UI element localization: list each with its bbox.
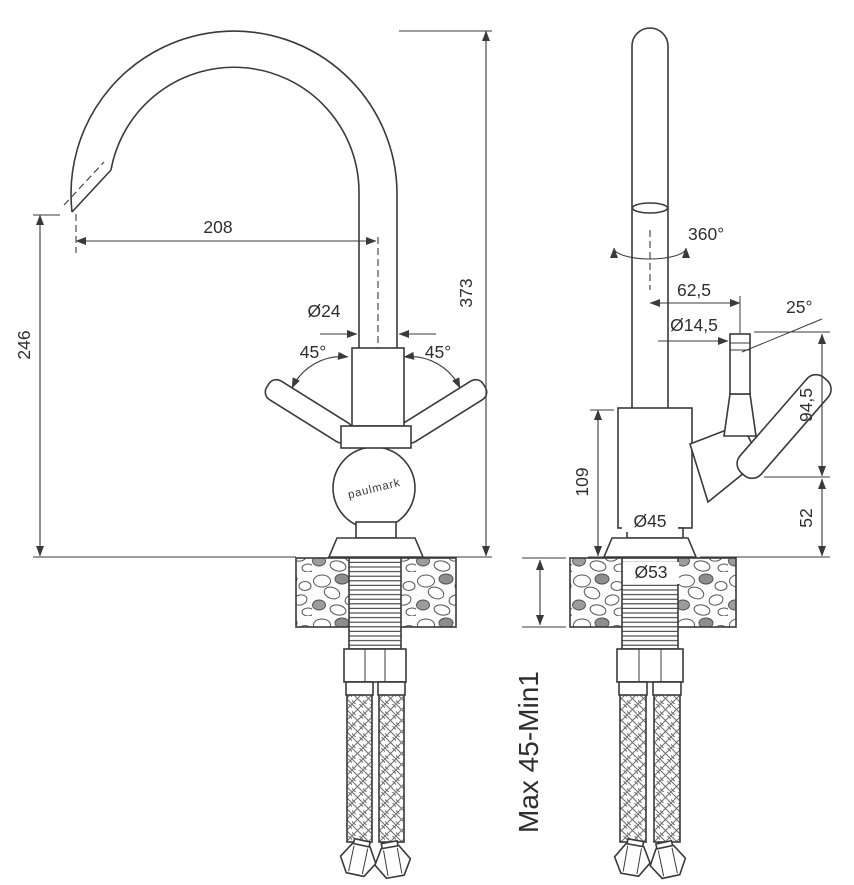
tilt-reference-line — [741, 318, 823, 353]
handle-angle-arc-right — [403, 351, 461, 389]
base-front — [327, 537, 425, 558]
total-height-label: 373 — [456, 278, 476, 307]
handle-offset-label: 62,5 — [677, 280, 711, 300]
handle-tilt-label: 25° — [786, 297, 812, 317]
hose-fitting — [339, 837, 377, 878]
base-diameter-label: Ø53 — [634, 562, 667, 582]
swivel-angle-label: 360° — [688, 224, 724, 244]
handle-angle-left-label: 45° — [300, 342, 326, 362]
spout-height-label: 246 — [14, 330, 34, 359]
column-side — [631, 27, 669, 410]
threaded-shank-front — [348, 557, 402, 650]
swivel-arc — [610, 247, 690, 260]
spout-reach-label: 208 — [203, 217, 232, 237]
handle-stem — [729, 333, 751, 395]
body-height-label: 109 — [572, 467, 592, 496]
hose-fitting — [613, 837, 651, 878]
supply-hose-left — [346, 681, 373, 843]
mounting-thickness-label: Max 45-Min1 — [513, 671, 544, 833]
handle-hub — [340, 425, 412, 449]
mounting-side — [569, 557, 737, 880]
pipe-diameter-label: Ø24 — [307, 301, 340, 321]
riser-front — [351, 347, 405, 427]
stem-diameter-label: Ø14,5 — [670, 315, 718, 335]
mounting-nut-front — [343, 648, 407, 683]
mounting-nut-side — [616, 648, 684, 683]
base-side — [602, 537, 698, 558]
spout-outer-edge — [70, 30, 398, 348]
body-diameter-label: Ø45 — [633, 511, 666, 531]
hose-fitting — [374, 839, 412, 880]
supply-hose-right — [378, 681, 405, 843]
supply-hose-left — [619, 681, 647, 843]
side-view: 360° 62,5 25° Ø14,5 94,5 52 109 Ø45 Ø53 … — [513, 27, 832, 880]
spout-tip — [71, 169, 112, 213]
hose-fitting — [649, 839, 687, 880]
handle-travel-label: 94,5 — [796, 388, 816, 422]
handle-angle-right-label: 45° — [425, 342, 451, 362]
spout-inner-edge — [110, 66, 360, 348]
handle-clearance-label: 52 — [796, 508, 816, 527]
mounting-front — [295, 557, 457, 880]
front-view: paulmark 208 246 373 Ø24 45° 45° — [14, 30, 492, 880]
swivel-joint — [631, 202, 669, 214]
handle-angle-arc-left — [291, 351, 349, 389]
supply-hose-right — [653, 681, 681, 843]
mixer-body-side — [617, 407, 693, 529]
